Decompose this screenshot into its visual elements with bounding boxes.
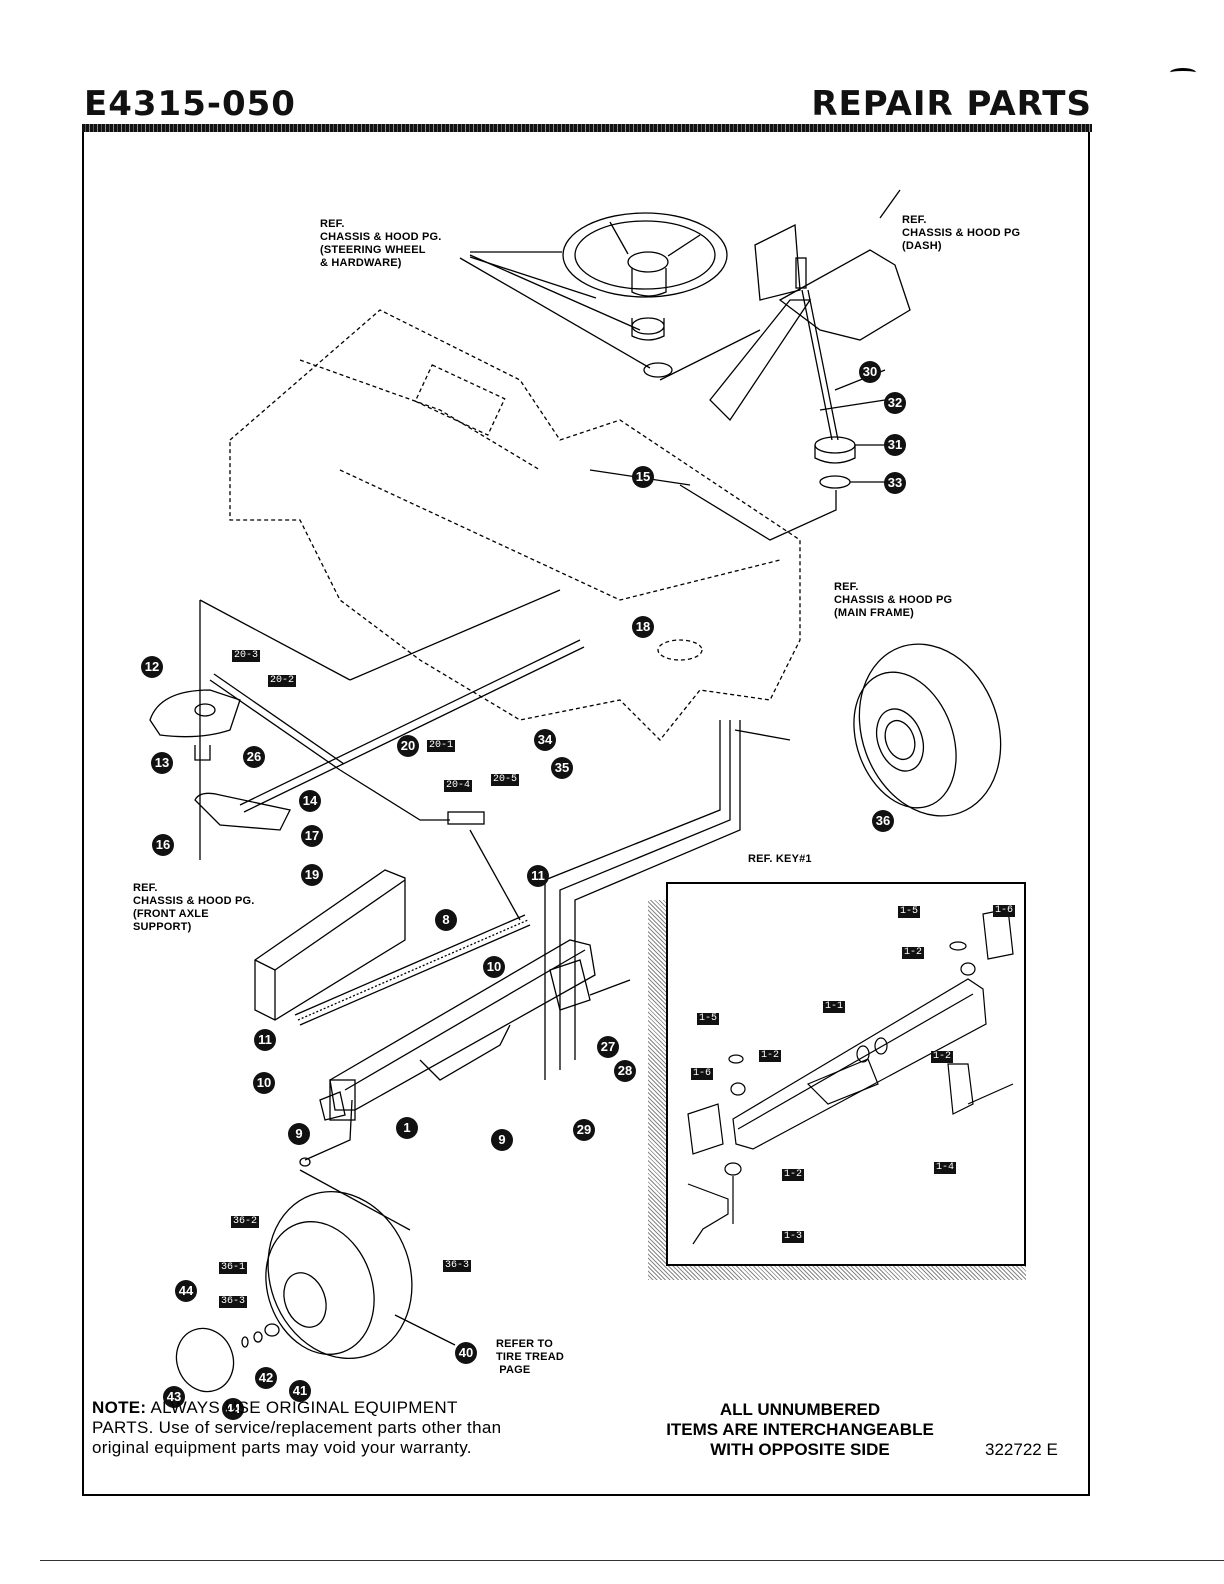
callout-43: 43 (163, 1386, 185, 1408)
callout-44-lower: 44 (222, 1398, 244, 1420)
tag-20-4: 20-4 (443, 780, 473, 792)
callout-12: 12 (141, 656, 163, 678)
ref-main-frame: REF. CHASSIS & HOOD PG (MAIN FRAME) (834, 581, 953, 619)
tag-36-1: 36-1 (218, 1262, 248, 1274)
callout-17: 17 (301, 825, 323, 847)
callout-14: 14 (299, 790, 321, 812)
callout-1: 1 (396, 1117, 418, 1139)
callout-16: 16 (152, 834, 174, 856)
inset-tag-1-1: 1-1 (822, 1001, 846, 1013)
callout-13: 13 (151, 752, 173, 774)
drawing-part-number: 322722 E (985, 1440, 1058, 1459)
ref-steering-wheel: REF. CHASSIS & HOOD PG. (STEERING WHEEL … (320, 218, 442, 269)
right-tire-drawing (853, 643, 1002, 817)
inset-tag-1-6-left: 1-6 (690, 1068, 714, 1080)
callout-36: 36 (872, 810, 894, 832)
callout-18: 18 (632, 616, 654, 638)
left-tire-drawing (175, 1190, 456, 1393)
scan-mark (1170, 68, 1196, 77)
interchange-line-2: ITEMS ARE INTERCHANGEABLE (666, 1420, 934, 1439)
inset-tag-1-6-right: 1-6 (992, 905, 1016, 917)
connector-lines (299, 720, 791, 1231)
tag-20-1: 20-1 (426, 740, 456, 752)
callout-11-upper: 11 (527, 865, 549, 887)
interchange-line-1: ALL UNNUMBERED (719, 1400, 881, 1419)
ref-key: REF. KEY#1 (748, 853, 812, 865)
inset-tag-1-3: 1-3 (781, 1231, 805, 1243)
callout-35: 35 (551, 757, 573, 779)
callout-19: 19 (301, 864, 323, 886)
callout-33: 33 (884, 472, 906, 494)
diagram-frame (82, 132, 1090, 1496)
callout-28: 28 (614, 1060, 636, 1082)
inset-axle-drawing (687, 908, 1014, 1245)
ref-tire-tread: REFER TO TIRE TREAD PAGE (496, 1338, 564, 1376)
inset-tag-1-5-upper: 1-5 (897, 906, 921, 918)
inset-tag-1-2-right: 1-2 (930, 1051, 954, 1063)
inset-tag-1-5-lower: 1-5 (696, 1013, 720, 1025)
steering-linkage-drawing (149, 469, 691, 921)
front-axle-support-drawing (254, 869, 406, 1021)
callout-32: 32 (884, 392, 906, 414)
callout-20: 20 (397, 735, 419, 757)
page-bottom-rule (40, 1560, 1224, 1561)
callout-11-lower: 11 (254, 1029, 276, 1051)
note-line-3: original equipment parts may void your w… (92, 1438, 472, 1457)
tag-20-5: 20-5 (490, 774, 520, 786)
callout-27: 27 (597, 1036, 619, 1058)
callout-26: 26 (243, 746, 265, 768)
callout-8: 8 (435, 909, 457, 931)
main-frame-drawing (229, 309, 801, 741)
callout-44-upper: 44 (175, 1280, 197, 1302)
callout-10-lower: 10 (253, 1072, 275, 1094)
callout-9-right: 9 (491, 1129, 513, 1151)
tag-36-3-valve: 36-3 (442, 1260, 472, 1272)
note-label: NOTE: (92, 1398, 147, 1417)
inset-tag-1-2-upper: 1-2 (901, 947, 925, 959)
interchange-line-3: WITH OPPOSITE SIDE (710, 1440, 890, 1459)
callout-10-upper: 10 (483, 956, 505, 978)
ref-front-axle-support: REF. CHASSIS & HOOD PG. (FRONT AXLE SUPP… (133, 882, 255, 933)
callout-31: 31 (884, 434, 906, 456)
tag-20-2: 20-2 (267, 675, 297, 687)
callout-29: 29 (573, 1119, 595, 1141)
tag-36-3-hub: 36-3 (218, 1296, 248, 1308)
callout-9-left: 9 (288, 1123, 310, 1145)
callout-15: 15 (632, 466, 654, 488)
inset-tag-1-2-lower: 1-2 (781, 1169, 805, 1181)
document-code: E4315-050 (84, 84, 296, 124)
steering-wheel-drawing (459, 212, 761, 381)
header-rule (82, 124, 1092, 132)
tag-20-3: 20-3 (231, 650, 261, 662)
drag-link-drawing (294, 914, 531, 1026)
callout-34: 34 (534, 729, 556, 751)
inset-ref-key-1 (666, 882, 1026, 1266)
inset-tag-1-2-left: 1-2 (758, 1050, 782, 1062)
warranty-note: NOTE: ALWAYS USE ORIGINAL EQUIPMENT PART… (92, 1398, 582, 1458)
callout-42: 42 (255, 1367, 277, 1389)
ref-dash: REF. CHASSIS & HOOD PG (DASH) (902, 214, 1021, 252)
note-line-1: ALWAYS USE ORIGINAL EQUIPMENT (146, 1398, 458, 1417)
interchangeable-note: ALL UNNUMBERED ITEMS ARE INTERCHANGEABLE… (620, 1400, 980, 1460)
note-line-2: PARTS. Use of service/replacement parts … (92, 1418, 502, 1437)
section-title: REPAIR PARTS (811, 84, 1092, 124)
tag-36-2: 36-2 (230, 1216, 260, 1228)
inset-tag-1-4: 1-4 (933, 1162, 957, 1174)
callout-40: 40 (455, 1342, 477, 1364)
dash-drawing (679, 189, 911, 541)
callout-41: 41 (289, 1380, 311, 1402)
callout-30: 30 (859, 361, 881, 383)
